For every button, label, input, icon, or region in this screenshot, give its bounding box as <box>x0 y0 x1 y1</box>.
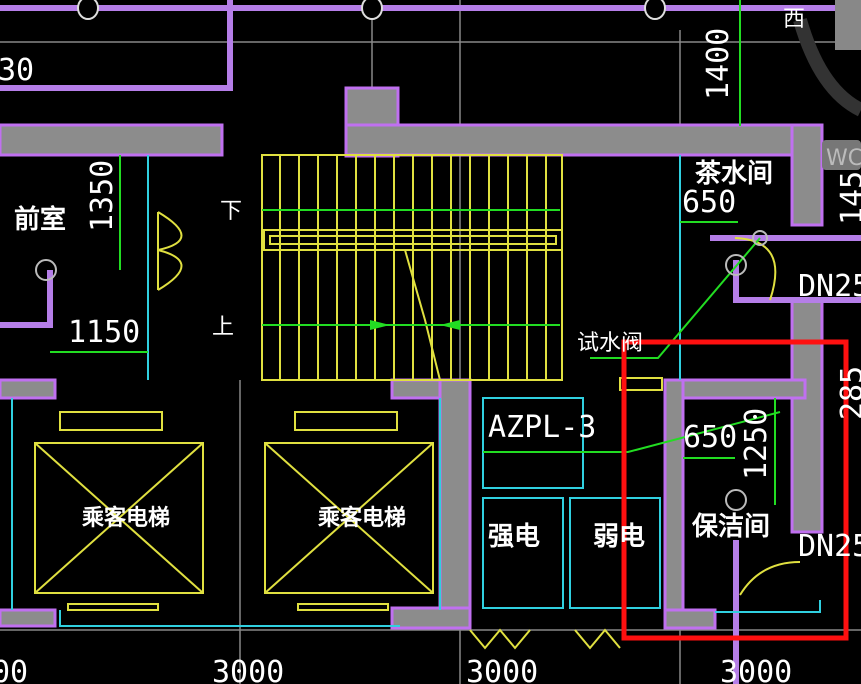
room-strong-power: 强电 <box>488 522 540 552</box>
axis-bubble <box>361 0 383 20</box>
dim-2850: 285 <box>835 366 861 420</box>
stair-down: 下 <box>220 199 242 224</box>
room-elevator-1: 乘客电梯 <box>81 505 170 531</box>
dim-bottom-partial: 00 <box>0 655 28 684</box>
elevator-shaft-2 <box>264 442 434 594</box>
dim-1450: 145 <box>835 171 861 225</box>
label-wc: WC <box>826 146 861 171</box>
room-janitor: 保洁间 <box>691 512 770 542</box>
label-west: 西 <box>783 7 805 32</box>
dim-1400: 1400 <box>701 28 736 100</box>
elevator-shaft-1 <box>34 442 204 594</box>
dim-bottom-2: 3000 <box>466 655 538 684</box>
dim-650-top: 650 <box>682 185 736 220</box>
top-walls <box>0 0 861 117</box>
dimension-lines <box>35 0 781 511</box>
pipe-dn25-top: DN25 <box>798 269 861 304</box>
dim-1350: 1350 <box>85 160 120 232</box>
label-test-valve: 试水阀 <box>577 331 643 356</box>
doors <box>59 211 801 650</box>
axis-bubble <box>644 0 666 20</box>
stair-up: 上 <box>212 315 234 340</box>
labels: 30 1400 西 WC 前室 1350 1150 下 上 茶水间 650 14… <box>0 7 861 684</box>
dim-1150: 1150 <box>68 315 140 350</box>
room-weak-power: 弱电 <box>593 522 645 552</box>
axis-bubble <box>77 0 99 20</box>
walls <box>0 86 861 630</box>
dim-650-mid: 650 <box>683 420 737 455</box>
label-panel: AZPL-3 <box>488 410 596 445</box>
room-anteroom: 前室 <box>14 204 66 235</box>
dim-1250: 1250 <box>739 408 774 480</box>
room-tea: 茶水间 <box>695 159 773 189</box>
staircase <box>261 154 563 381</box>
cyan-lines <box>11 155 821 627</box>
dim-top-left: 30 <box>0 53 34 88</box>
dim-bottom-3: 3000 <box>720 655 792 684</box>
dim-bottom-1: 3000 <box>212 655 284 684</box>
highlight-box <box>621 339 849 641</box>
room-elevator-2: 乘客电梯 <box>317 505 406 531</box>
pipe-dn25-bottom: DN25 <box>798 529 861 564</box>
